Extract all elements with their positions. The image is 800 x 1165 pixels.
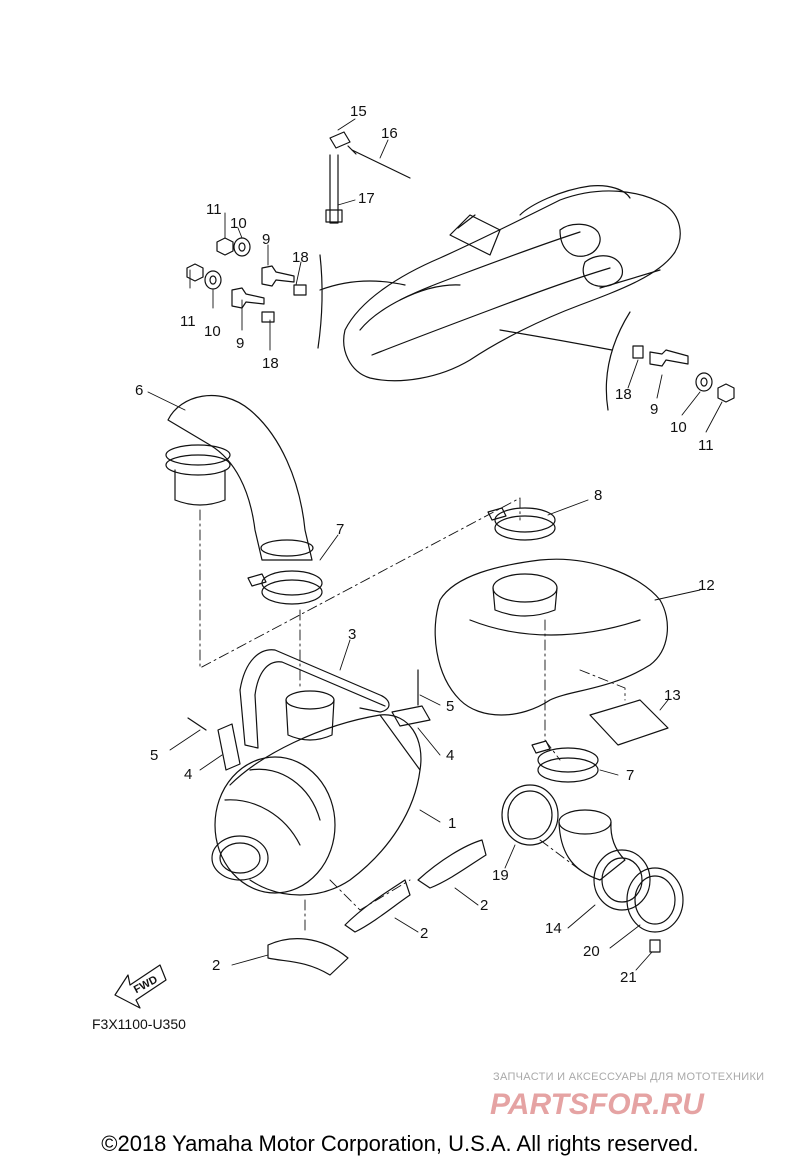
callout-18-mid: 18 [262, 355, 279, 372]
ring-19 [501, 784, 559, 846]
callout-10-mid: 10 [204, 323, 221, 340]
plate-2-c [267, 938, 349, 976]
pointer-arrow-right [499, 329, 613, 351]
pointer-arrow-left [319, 280, 406, 291]
callout-18-right: 18 [615, 386, 632, 403]
clamp-7-upper [247, 570, 323, 605]
callout-10-right: 10 [670, 419, 687, 436]
cap-21 [649, 939, 661, 953]
callout-2-right: 2 [480, 897, 488, 914]
callout-4-left: 4 [184, 766, 192, 783]
callout-20: 20 [583, 943, 600, 960]
air-duct-6 [165, 395, 314, 561]
air-box-1 [211, 714, 422, 896]
tank-12 [434, 558, 668, 716]
fastener-set-right [632, 345, 735, 403]
pad-13 [589, 699, 669, 746]
callout-15: 15 [350, 103, 367, 120]
cable-tie-assembly [325, 131, 411, 224]
callout-7-lower: 7 [626, 767, 634, 784]
callout-11-top: 11 [206, 201, 222, 218]
bracket-4-left [187, 717, 241, 771]
callout-10-top: 10 [230, 215, 247, 232]
watermark-logo-text: PARTSFOR.RU [490, 1088, 705, 1120]
callout-4-right: 4 [446, 747, 454, 764]
callout-1: 1 [448, 815, 456, 832]
callout-11-right: 11 [698, 437, 714, 454]
callout-18-top: 18 [292, 249, 309, 266]
diagram-code: F3X1100-U350 [92, 1016, 186, 1032]
callout-3: 3 [348, 626, 356, 643]
copyright-footer: ©2018 Yamaha Motor Corporation, U.S.A. A… [101, 1131, 699, 1156]
callout-13: 13 [664, 687, 681, 704]
callout-17: 17 [358, 190, 375, 207]
callout-8: 8 [594, 487, 602, 504]
callout-19: 19 [492, 867, 509, 884]
plate-20 [626, 867, 684, 933]
bracket-right [605, 311, 631, 411]
callout-6: 6 [135, 382, 143, 399]
watercraft-outline [343, 185, 681, 382]
callout-9-right: 9 [650, 401, 658, 418]
bracket-4-right [391, 669, 431, 727]
clamp-8 [487, 507, 556, 541]
inlet-pipe [285, 690, 335, 741]
plate-2-b [344, 879, 411, 933]
elbow-14 [558, 809, 651, 911]
callout-5-left: 5 [150, 747, 158, 764]
fwd-arrow-icon [114, 964, 167, 1009]
callout-12: 12 [698, 577, 715, 594]
watermark-tagline: ЗАПЧАСТИ И АКСЕССУАРЫ ДЛЯ МОТОТЕХНИКИ [493, 1071, 765, 1083]
callout-11-mid: 11 [180, 313, 196, 330]
clamp-7-lower [531, 740, 599, 783]
callout-2-mid: 2 [420, 925, 428, 942]
callout-14: 14 [545, 920, 562, 937]
plate-2-a [417, 839, 487, 889]
callout-16: 16 [381, 125, 398, 142]
watermark-logo: PARTSFOR.RU [490, 1088, 705, 1120]
leader-lines [147, 118, 723, 971]
callout-5-right: 5 [446, 698, 454, 715]
bracket-left [317, 254, 323, 349]
callout-21: 21 [620, 969, 637, 986]
callout-2-left: 2 [212, 957, 220, 974]
callout-9-mid: 9 [236, 335, 244, 352]
callout-9-top: 9 [262, 231, 270, 248]
fastener-set-left [186, 237, 307, 323]
strap-3 [239, 649, 390, 749]
callout-7-upper: 7 [336, 521, 344, 538]
reference-lines [199, 497, 626, 931]
